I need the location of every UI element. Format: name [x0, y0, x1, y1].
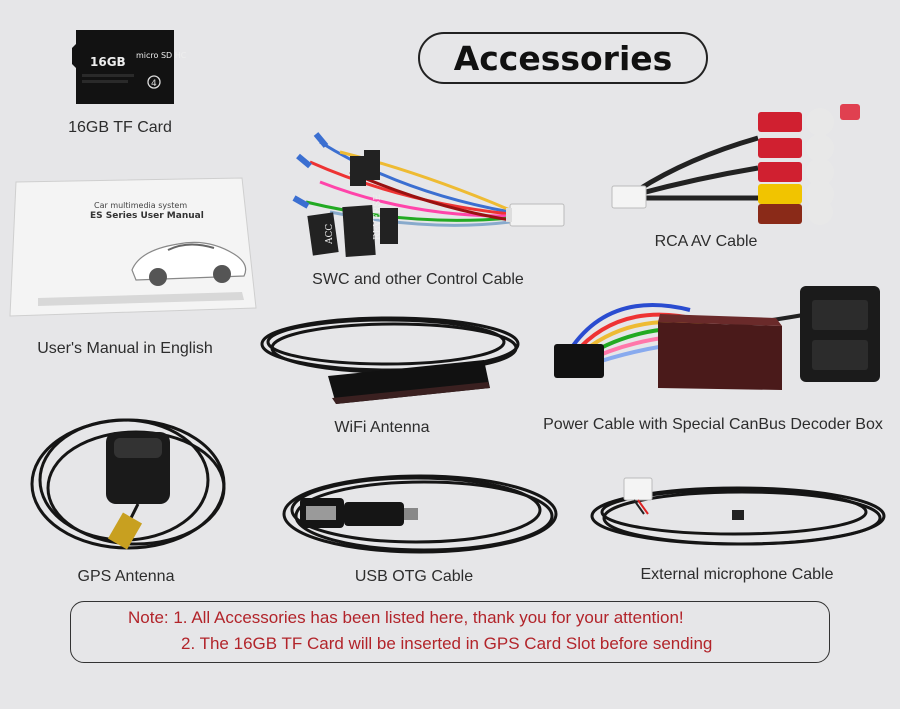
- microphone-cable-caption: External microphone Cable: [640, 566, 834, 583]
- note-line-1: Note: 1. All Accessories has been listed…: [128, 608, 684, 627]
- swc-acc-tag-text: ACC: [325, 224, 335, 245]
- usb-cable-image: [282, 474, 558, 554]
- usb-cable-caption: USB OTG Cable: [354, 568, 474, 585]
- tf-card-size-text: 16GB: [90, 55, 126, 69]
- page-title: Accessories: [418, 32, 708, 84]
- manual-line1-text: Car multimedia system: [94, 201, 187, 210]
- tf-card-brand-text: micro SD HC: [136, 51, 187, 60]
- power-cable-caption: Power Cable with Special CanBus Decoder …: [543, 416, 883, 433]
- tf-card-caption: 16GB TF Card: [68, 119, 172, 136]
- tf-card-class-text: 4: [151, 79, 157, 89]
- note-box: Note: 1. All Accessories has been listed…: [70, 601, 830, 663]
- rca-plug-red-1: [758, 108, 834, 136]
- user-manual-caption: User's Manual in English: [37, 340, 213, 357]
- rca-cable-image: [611, 104, 860, 225]
- power-cable-image: [554, 286, 880, 390]
- microphone-cable-image: [590, 477, 886, 546]
- note-line-2: 2. The 16GB TF Card will be inserted in …: [181, 634, 713, 653]
- swc-reverse-tag-text: REVERSE: [373, 194, 383, 240]
- wifi-antenna-caption: WiFi Antenna: [334, 419, 430, 436]
- gps-antenna-caption: GPS Antenna: [77, 568, 175, 585]
- manual-line2-text: ES Series User Manual: [90, 211, 204, 221]
- wifi-antenna-image: [260, 316, 520, 404]
- swc-cable-image: ACC REVERSE: [292, 132, 565, 257]
- gps-antenna-image: [30, 418, 226, 550]
- swc-cable-caption: SWC and other Control Cable: [312, 271, 524, 288]
- tf-card-image: 16GB micro SD HC 4: [72, 30, 187, 104]
- rca-cable-caption: RCA AV Cable: [654, 233, 758, 250]
- user-manual-image: Car multimedia system ES Series User Man…: [9, 177, 257, 317]
